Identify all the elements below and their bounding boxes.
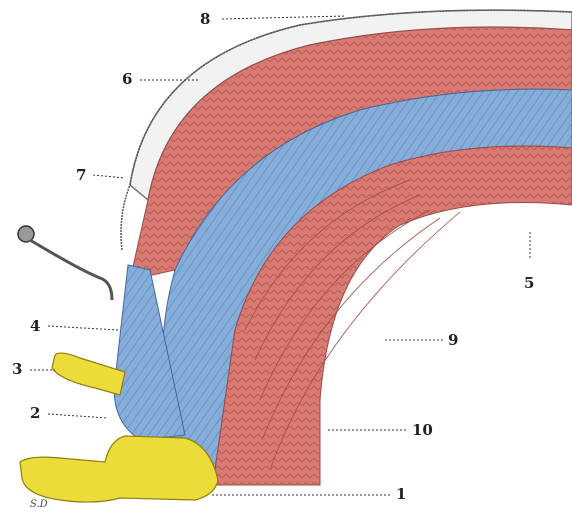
artist-signature: S.D <box>30 499 48 510</box>
probe-instrument <box>18 226 112 300</box>
cartilage-base <box>20 436 218 502</box>
cartilage-upper <box>52 353 125 395</box>
label-9: 9 <box>448 331 458 349</box>
label-8: 8 <box>200 10 210 28</box>
label-7: 7 <box>76 166 86 184</box>
label-5: 5 <box>524 274 534 292</box>
label-4: 4 <box>30 317 40 335</box>
label-10: 10 <box>412 421 433 439</box>
label-2: 2 <box>30 404 40 422</box>
label-3: 3 <box>12 360 22 378</box>
label-6: 6 <box>122 70 132 88</box>
label-1: 1 <box>396 485 406 503</box>
